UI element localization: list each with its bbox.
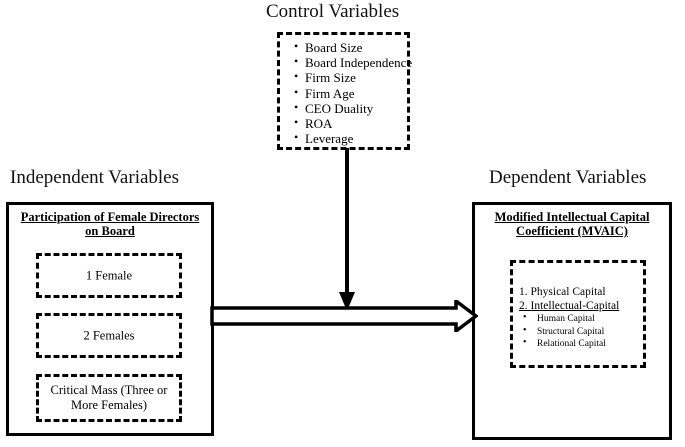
independent-box-one-female: 1 Female xyxy=(36,253,182,298)
list-item: Board Independence xyxy=(294,54,412,70)
list-item: Human Capital xyxy=(519,312,643,326)
list-item: 2. Intellectual-Capital xyxy=(519,300,620,312)
list-item: Firm Age xyxy=(294,85,407,101)
list-item: Leverage xyxy=(294,130,407,146)
independent-box-critical-mass: Critical Mass (Three or More Females) xyxy=(36,374,182,422)
control-variables-down-arrow xyxy=(339,148,355,311)
mvaic-components-list: 1. Physical Capital 2. Intellectual-Capi… xyxy=(513,263,643,351)
dependent-variables-title: Dependent Variables xyxy=(489,167,647,188)
list-item: Board Size xyxy=(294,39,407,55)
mvaic-components-box: 1. Physical Capital 2. Intellectual-Capi… xyxy=(510,260,646,368)
independent-panel-header: Participation of Female Directors on Boa… xyxy=(20,210,200,238)
list-item: CEO Duality xyxy=(294,100,407,116)
list-item: Relational Capital xyxy=(519,337,643,351)
control-variables-title: Control Variables xyxy=(266,1,400,22)
independent-box-label: 1 Female xyxy=(85,268,133,282)
independent-box-two-females: 2 Females xyxy=(36,313,182,358)
dependent-panel-header: Modified Intellectual Capital Coefficien… xyxy=(494,210,650,238)
independent-box-label: 2 Females xyxy=(83,328,135,342)
independent-box-label: Critical Mass (Three or More Females) xyxy=(50,383,168,412)
list-item: Structural Capital xyxy=(519,325,643,339)
list-item: Firm Size xyxy=(294,69,407,85)
control-variables-box: Board Size Board Independence Firm Size … xyxy=(277,32,412,150)
independent-variables-title: Independent Variables xyxy=(10,167,180,188)
list-item: 1. Physical Capital xyxy=(519,286,606,298)
independent-to-dependent-arrow xyxy=(210,300,478,332)
list-item: ROA xyxy=(294,115,407,131)
control-variables-list: Board Size Board Independence Firm Size … xyxy=(280,35,412,146)
